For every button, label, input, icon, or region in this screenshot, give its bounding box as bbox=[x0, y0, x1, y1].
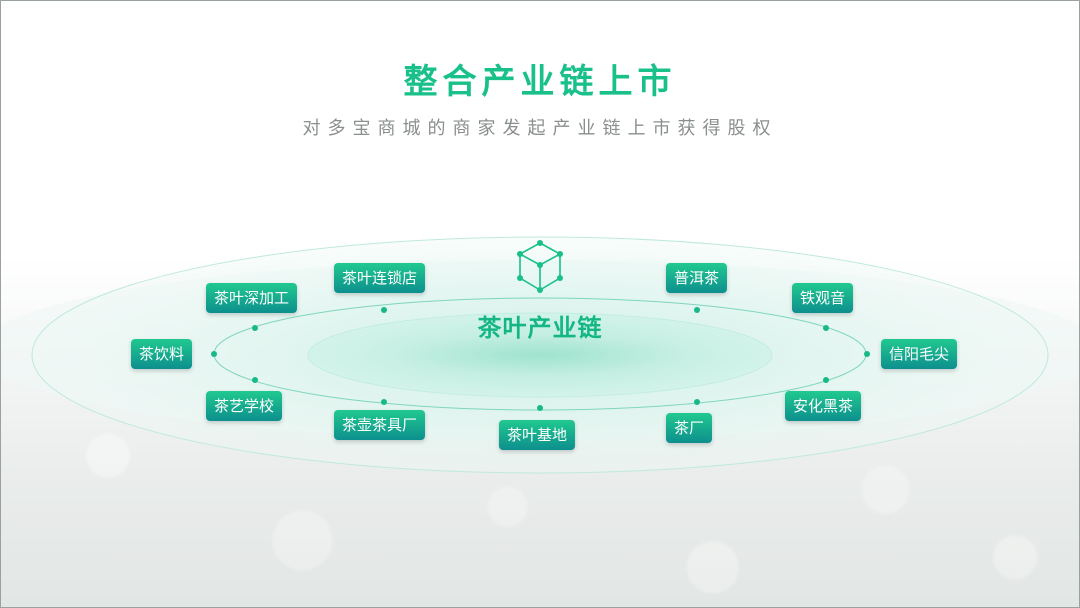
orbit-dot bbox=[823, 325, 829, 331]
orbit-dot bbox=[381, 399, 387, 405]
center-label: 茶叶产业链 bbox=[477, 314, 603, 342]
node-tieguanyin: 铁观音 bbox=[792, 283, 854, 313]
node-tea-deep-processing: 茶叶深加工 bbox=[206, 283, 298, 313]
node-tea-base: 茶叶基地 bbox=[499, 420, 576, 450]
page-title: 整合产业链上市 bbox=[403, 62, 677, 102]
node-xinyang-maojian: 信阳毛尖 bbox=[881, 339, 958, 369]
cube-network-icon bbox=[517, 240, 563, 293]
node-teapot-factory: 茶壶茶具厂 bbox=[334, 410, 426, 440]
node-tea-factory: 茶厂 bbox=[666, 413, 713, 443]
orbit-dot bbox=[211, 351, 217, 357]
page-subtitle: 对多宝商城的商家发起产业链上市获得股权 bbox=[302, 118, 778, 139]
node-tea-chain-store: 茶叶连锁店 bbox=[334, 263, 426, 293]
node-anhua-dark-tea: 安化黑茶 bbox=[785, 391, 862, 421]
orbit-dot bbox=[537, 405, 543, 411]
orbit-dot bbox=[252, 325, 258, 331]
core-ring bbox=[398, 333, 682, 377]
orbit-dot bbox=[694, 399, 700, 405]
orbit-dot bbox=[252, 377, 258, 383]
node-puer-tea: 普洱茶 bbox=[666, 263, 728, 293]
orbit-dot bbox=[381, 307, 387, 313]
orbit-dot bbox=[823, 377, 829, 383]
orbit-dot bbox=[864, 351, 870, 357]
node-tea-beverage: 茶饮料 bbox=[131, 339, 193, 369]
orbit-dot bbox=[694, 307, 700, 313]
node-tea-art-school: 茶艺学校 bbox=[206, 391, 283, 421]
